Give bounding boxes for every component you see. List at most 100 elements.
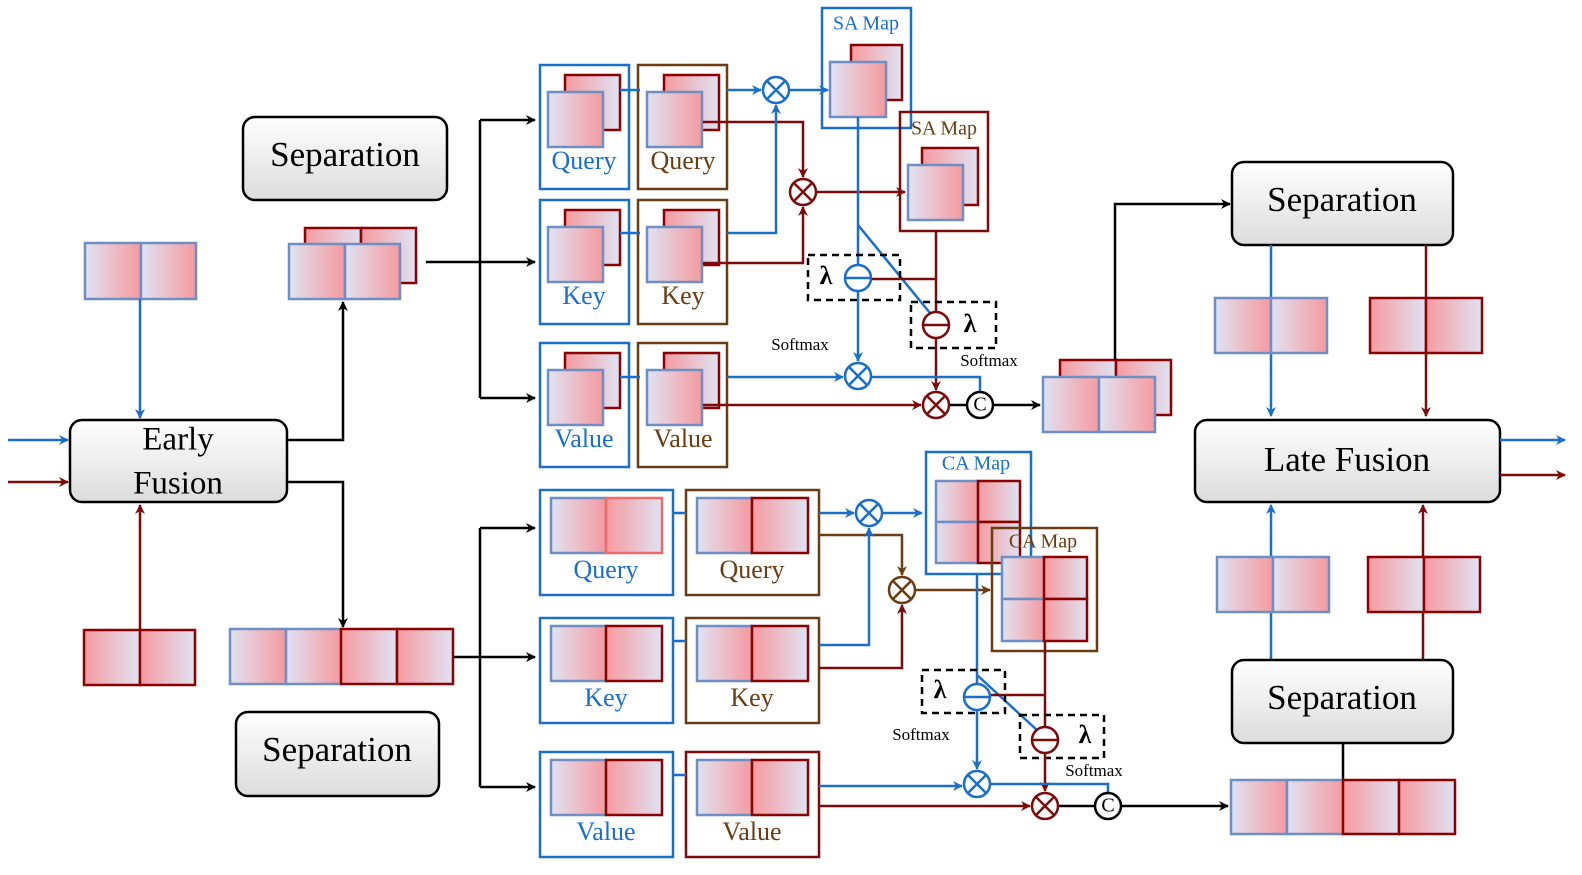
- feature-tile-modality-a: [83, 241, 143, 301]
- feature-tile-modality-b: [604, 624, 664, 683]
- feature-tile-modality-b: [1042, 555, 1089, 601]
- feature-tile-modality-b: [750, 758, 810, 817]
- feature-tile-modality-b: [604, 496, 664, 555]
- sa-key-label-b: Key: [661, 281, 704, 310]
- separation-block-top-right: [1230, 160, 1455, 247]
- concat-icon: [1093, 791, 1123, 821]
- late-fusion-block: [1193, 418, 1502, 504]
- feature-tile-modality-a: [549, 496, 608, 555]
- ca-value-label-b: Value: [722, 817, 781, 846]
- arrow: [287, 301, 348, 442]
- feature-tile-modality-a: [549, 758, 608, 817]
- sa-map-label-b: SA Map: [911, 118, 977, 140]
- connector-line: [990, 782, 1110, 793]
- feature-tile-modality-b: [1368, 296, 1428, 355]
- separation-block-bottom-left: [234, 710, 441, 798]
- connector-line: [976, 674, 1039, 732]
- feature-tile-modality-a: [1213, 296, 1273, 355]
- sa-map-box-a: [820, 6, 913, 130]
- feature-tile-modality-b: [138, 628, 197, 687]
- ca-key-box-modality-b: [684, 616, 821, 725]
- arrow: [1113, 199, 1231, 360]
- arrow: [703, 206, 808, 265]
- sa-value-label-b: Value: [653, 424, 712, 453]
- feature-tile-modality-a: [828, 60, 888, 119]
- multiply-icon: [921, 390, 951, 420]
- arrow: [819, 533, 907, 576]
- multiply-icon: [1030, 791, 1060, 821]
- arrow: [819, 604, 907, 670]
- multiply-icon: [962, 769, 992, 799]
- sa-map-label-a: SA Map: [833, 13, 899, 35]
- feature-tile-modality-a: [343, 242, 402, 301]
- softmax-label-b: Softmax: [960, 351, 1018, 370]
- softmax-label-a: Softmax: [771, 335, 829, 354]
- feature-tile-modality-a: [1215, 555, 1275, 614]
- feature-tile-modality-a: [695, 624, 754, 683]
- feature-tile-modality-a: [645, 225, 704, 284]
- lambda-box-b: [909, 300, 998, 350]
- feature-tile-modality-b: [82, 628, 142, 687]
- late-fusion-label: Late Fusion: [1264, 440, 1430, 479]
- feature-tile-modality-a: [1229, 778, 1289, 836]
- feature-tile-modality-a: [139, 241, 198, 301]
- feature-tile-modality-a: [1000, 555, 1046, 601]
- multiply-icon: [854, 498, 884, 528]
- feature-tile-modality-a: [546, 90, 605, 149]
- feature-tile-modality-b: [1424, 296, 1484, 355]
- separation-label: Separation: [1267, 678, 1417, 717]
- separation-label: Separation: [262, 730, 412, 769]
- feature-tile-modality-a: [1271, 555, 1331, 614]
- softmax-label-b: Softmax: [1065, 761, 1123, 780]
- feature-tile-modality-a: [1285, 778, 1345, 836]
- connector-line: [871, 375, 982, 392]
- sa-query-label-a: Query: [552, 146, 617, 175]
- multiply-cross: [892, 580, 912, 600]
- ca-key-label-b: Key: [730, 683, 773, 712]
- ca-query-label-a: Query: [574, 555, 639, 584]
- feature-tile-modality-b: [1422, 555, 1482, 614]
- ca-key-label-a: Key: [584, 683, 627, 712]
- multiply-cross: [967, 774, 987, 794]
- lambda-box-a: [920, 668, 1007, 715]
- subtract-icon: [921, 310, 951, 340]
- sa-map-box-b: [898, 110, 990, 233]
- feature-tile-modality-a: [1097, 375, 1157, 434]
- feature-tile-modality-a: [546, 225, 605, 284]
- feature-tile-modality-a: [695, 758, 754, 817]
- feature-tile-modality-a: [549, 624, 608, 683]
- multiply-icon: [887, 575, 917, 605]
- feature-tile-modality-b: [339, 627, 399, 686]
- feature-tile-modality-a: [284, 627, 343, 686]
- multiply-cross: [926, 395, 946, 415]
- lambda-label-a: λ: [820, 261, 833, 290]
- ca-map-label-a: CA Map: [942, 453, 1010, 475]
- lambda-box-b: [1018, 713, 1106, 760]
- sa-query-box-modality-a: [538, 63, 631, 191]
- ca-value-label-a: Value: [576, 817, 635, 846]
- early-fusion-block: [68, 418, 289, 504]
- feature-tile-modality-b: [750, 496, 810, 555]
- feature-tile-modality-a: [906, 163, 965, 222]
- feature-tile-modality-b: [976, 479, 1022, 524]
- feature-tile-modality-a: [287, 242, 347, 301]
- feature-tile-modality-a: [934, 479, 980, 524]
- ca-map-box-a: [924, 450, 1033, 576]
- ca-map-label-b: CA Map: [1009, 531, 1077, 553]
- lambda-label-b: λ: [1079, 720, 1092, 749]
- subtract-icon: [843, 263, 873, 293]
- multiply-cross: [766, 80, 786, 100]
- feature-tile-modality-b: [750, 624, 810, 683]
- separation-label: Separation: [270, 135, 420, 174]
- arrow: [819, 527, 874, 647]
- sa-key-label-a: Key: [562, 281, 605, 310]
- sa-query-box-modality-b: [636, 63, 729, 191]
- feature-tile-modality-b: [395, 627, 455, 686]
- early-fusion-label-line1: Early: [142, 422, 214, 458]
- feature-tile-modality-a: [934, 520, 980, 565]
- ca-query-label-b: Query: [720, 555, 785, 584]
- feature-tile-modality-a: [1041, 375, 1101, 434]
- feature-tile-modality-a: [695, 496, 754, 555]
- feature-tile-modality-a: [228, 627, 288, 686]
